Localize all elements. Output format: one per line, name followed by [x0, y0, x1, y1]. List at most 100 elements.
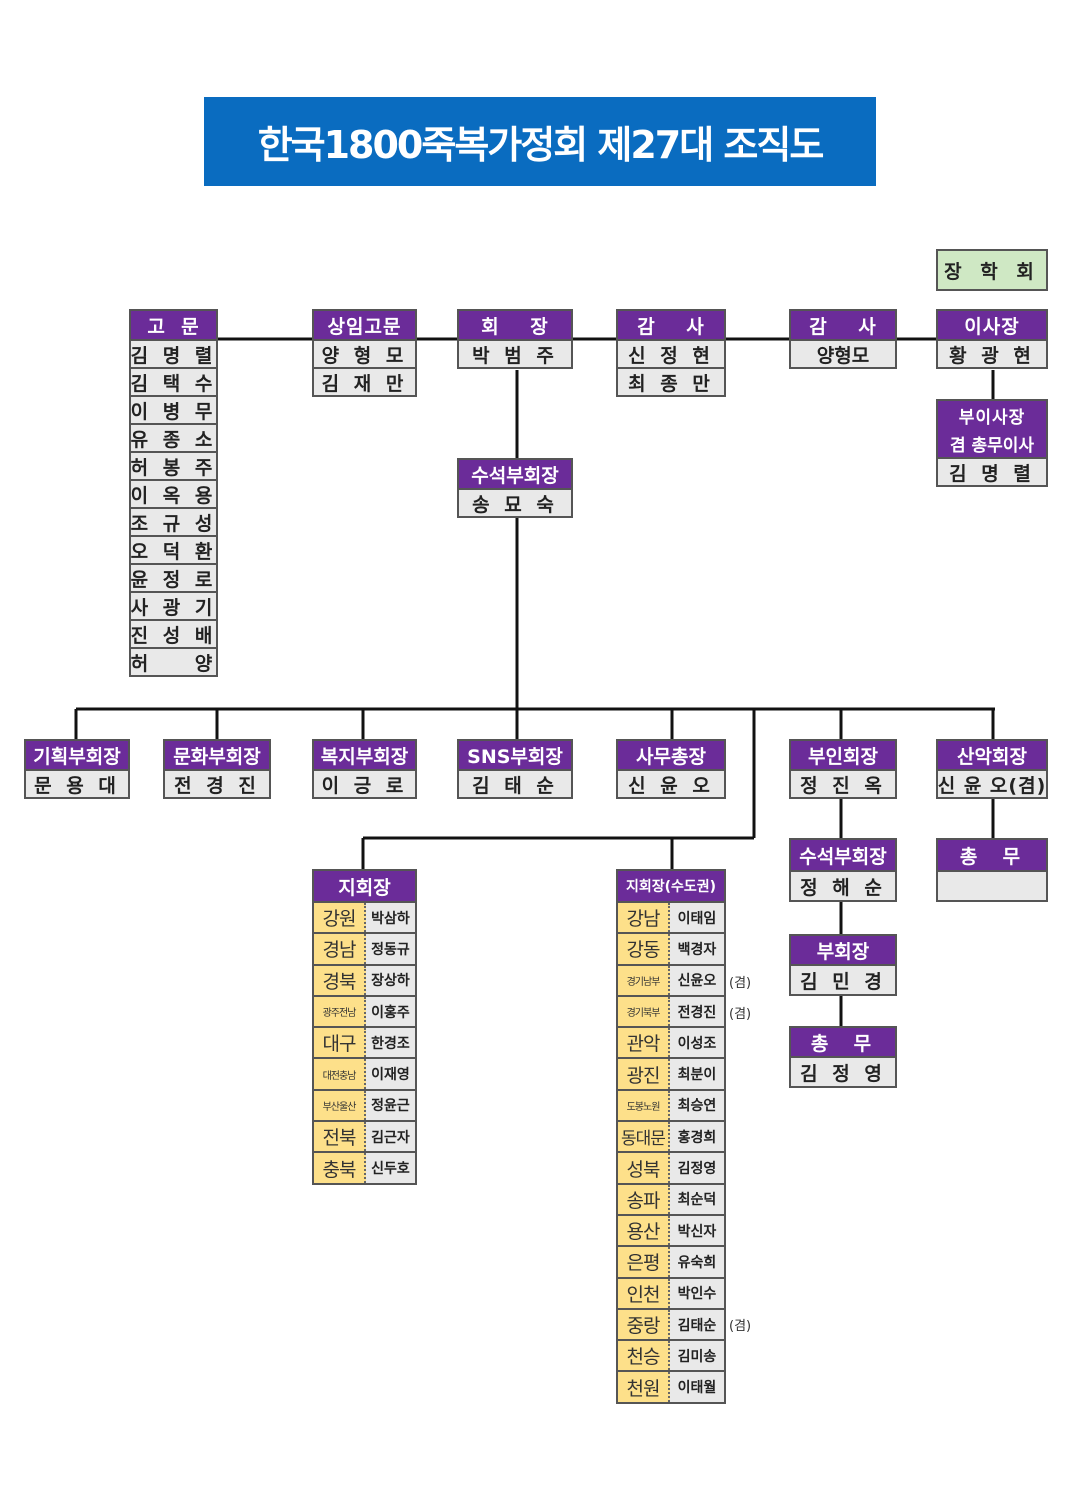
advisor-member: 진 성 배: [131, 619, 216, 647]
foundation-auditor-name: 양형모: [791, 339, 895, 367]
foundation-auditor-header: 감 사: [791, 311, 895, 339]
dept-planning-box: 기획부회장 문 용 대: [24, 739, 130, 799]
president-header: 회 장: [459, 311, 571, 339]
chairman-box: 이사장 황 광 현: [936, 309, 1048, 369]
auditor-member: 최 종 만: [618, 367, 724, 395]
dept-sns-box: SNS부회장 김 태 순: [457, 739, 573, 799]
dept-name: 신 윤 오(겸): [938, 769, 1046, 797]
advisor-member: 이 옥 용: [131, 479, 216, 507]
dept-header: 복지부회장: [314, 741, 415, 769]
standing-advisors-header: 상임고문: [314, 311, 415, 339]
vice-chairman-name: 김 명 렬: [938, 457, 1046, 485]
standing-advisor-member: 양 형 모: [314, 339, 415, 367]
president-box: 회 장 박 범 주: [457, 309, 573, 369]
page-title: 한국1800죽복가정회 제27대 조직도: [204, 97, 876, 186]
foundation-auditor-box: 감 사 양형모: [789, 309, 897, 369]
advisor-member: 허 양: [131, 647, 216, 675]
dept-hiking-box: 산악회장 신 윤 오(겸): [936, 739, 1048, 799]
chairman-name: 황 광 현: [938, 339, 1046, 367]
branches-header: 지회장: [314, 871, 415, 901]
chairman-header: 이사장: [938, 311, 1046, 339]
dept-womens-box: 부인회장 정 진 옥: [789, 739, 897, 799]
advisor-member: 조 규 성: [131, 507, 216, 535]
womens-vp-name: 김 민 경: [791, 964, 895, 994]
auditor-header: 감 사: [618, 311, 724, 339]
senior-vp-name: 송 묘 숙: [459, 488, 571, 516]
advisor-member: 오 덕 환: [131, 535, 216, 563]
womens-senior-vp-name: 정 해 순: [791, 870, 895, 900]
womens-vp-header: 부회장: [791, 936, 895, 964]
capital-branches-header: 지회장(수도권): [618, 871, 724, 901]
advisor-member: 유 종 소: [131, 423, 216, 451]
dept-secretary-general-box: 사무총장 신 윤 오: [616, 739, 726, 799]
dept-name: 신 윤 오: [618, 769, 724, 797]
dept-header: 산악회장: [938, 741, 1046, 769]
vice-chairman-header: 부이사장: [938, 401, 1046, 429]
advisor-member: 사 광 기: [131, 591, 216, 619]
concurrent-note: (겸): [729, 976, 752, 991]
concurrent-note: (겸): [729, 1007, 752, 1022]
womens-vp-box: 부회장 김 민 경: [789, 934, 897, 996]
womens-secretary-box: 총 무 김 정 영: [789, 1026, 897, 1088]
dept-header: SNS부회장: [459, 741, 571, 769]
senior-vp-box: 수석부회장 송 묘 숙: [457, 458, 573, 518]
dept-header: 부인회장: [791, 741, 895, 769]
advisor-member: 허 봉 주: [131, 451, 216, 479]
advisor-member: 김 명 렬: [131, 339, 216, 367]
womens-senior-vp-box: 수석부회장 정 해 순: [789, 838, 897, 902]
standing-advisor-member: 김 재 만: [314, 367, 415, 395]
dept-header: 기획부회장: [26, 741, 128, 769]
dept-name: 이 긍 로: [314, 769, 415, 797]
dept-header: 문화부회장: [165, 741, 269, 769]
dept-name: 문 용 대: [26, 769, 128, 797]
advisor-member: 김 택 수: [131, 367, 216, 395]
concurrent-note: (겸): [729, 1319, 752, 1334]
auditor-member: 신 정 현: [618, 339, 724, 367]
advisor-member: 윤 정 로: [131, 563, 216, 591]
hiking-secretary-name: [938, 870, 1046, 900]
advisors-box: 고 문 김 명 렬 김 택 수 이 병 무 유 종 소 허 봉 주 이 옥 용 …: [129, 309, 218, 677]
advisor-member: 이 병 무: [131, 395, 216, 423]
scholarship-box: 장 학 회: [936, 249, 1048, 291]
dept-name: 김 태 순: [459, 769, 571, 797]
vice-chairman-subheader: 겸 총무이사: [938, 429, 1046, 457]
dept-name: 전 경 진: [165, 769, 269, 797]
president-name: 박 범 주: [459, 339, 571, 367]
hiking-secretary-box: 총 무: [936, 838, 1048, 902]
womens-secretary-header: 총 무: [791, 1028, 895, 1056]
womens-secretary-name: 김 정 영: [791, 1056, 895, 1086]
hiking-secretary-header: 총 무: [938, 840, 1046, 870]
womens-senior-vp-header: 수석부회장: [791, 840, 895, 870]
standing-advisors-box: 상임고문 양 형 모 김 재 만: [312, 309, 417, 397]
dept-culture-box: 문화부회장 전 경 진: [163, 739, 271, 799]
dept-header: 사무총장: [618, 741, 724, 769]
vice-chairman-box: 부이사장 겸 총무이사 김 명 렬: [936, 399, 1048, 487]
auditor-box: 감 사 신 정 현 최 종 만: [616, 309, 726, 397]
